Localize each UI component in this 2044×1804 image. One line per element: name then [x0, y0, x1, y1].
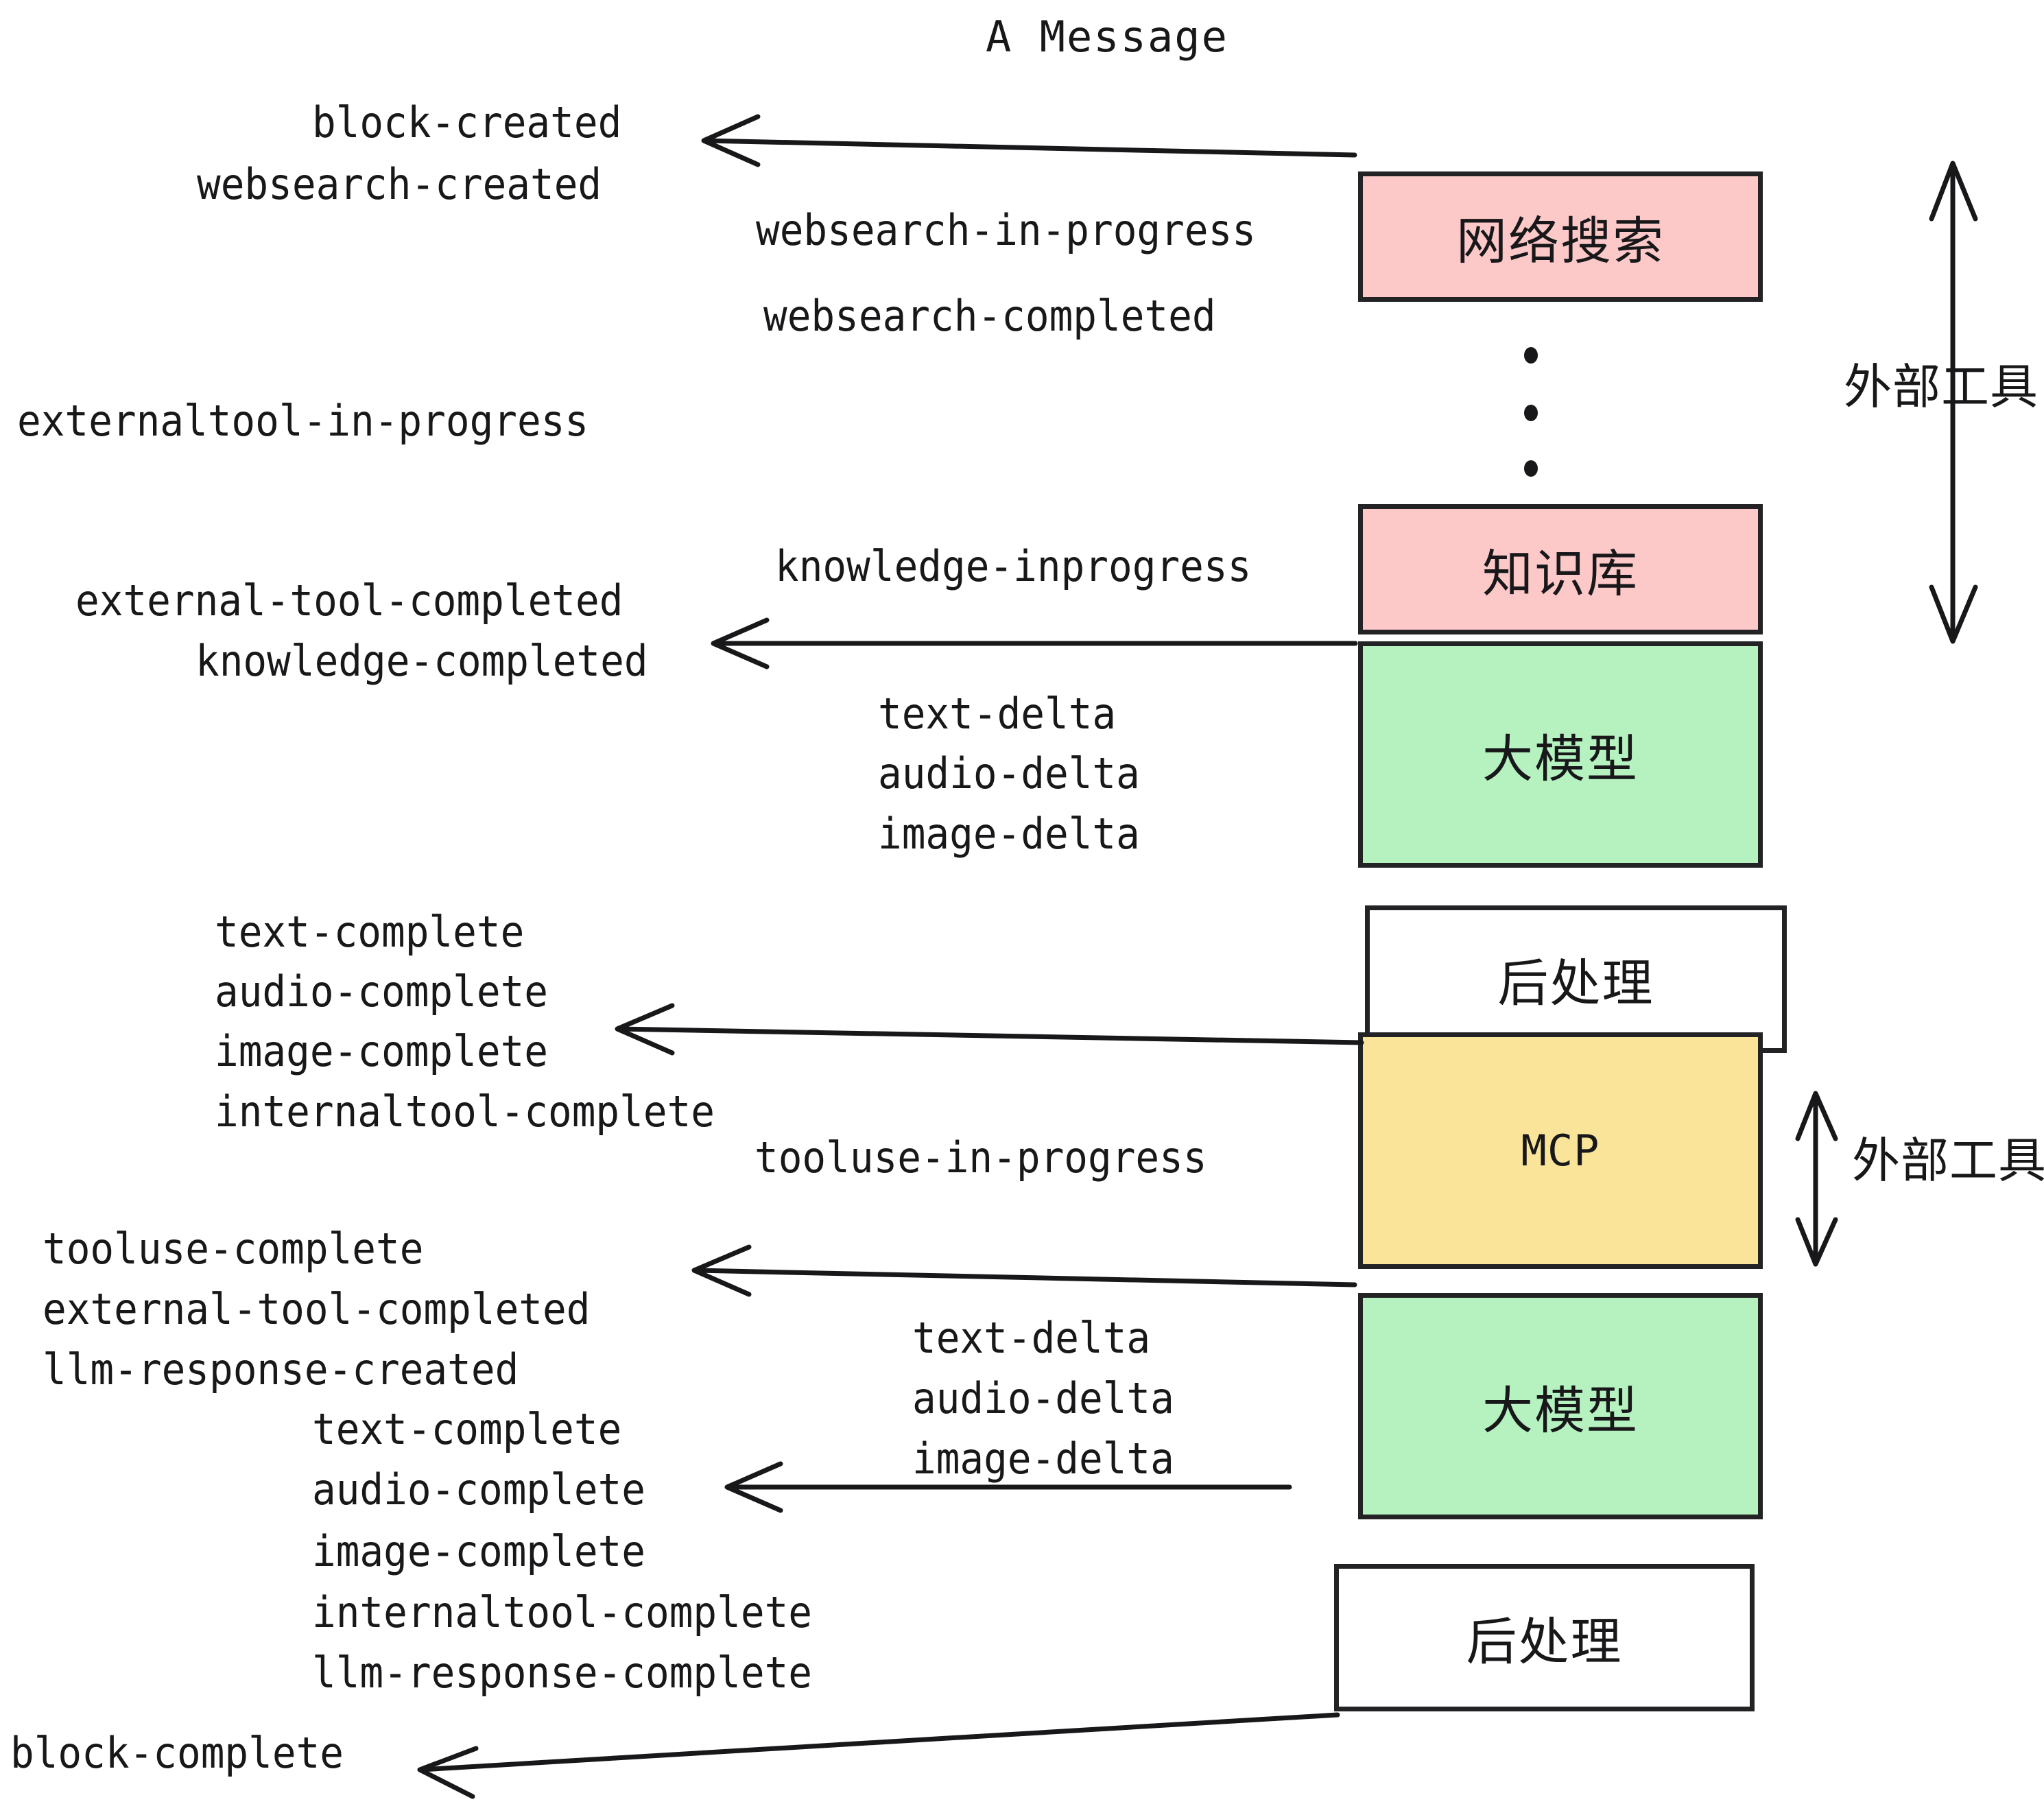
event-label-block-complete: block-complete	[10, 1728, 344, 1778]
event-label-websearch-created: websearch-created	[197, 159, 602, 209]
side-annotation-external-tools-bottom: 外部工具	[1852, 1134, 2044, 1187]
event-label-text-delta-2: text-delta	[912, 1313, 1151, 1363]
node-box-websearch[interactable]: 网络搜索	[1358, 171, 1763, 302]
double-arrow-head-down-top	[1929, 584, 1978, 644]
arrow-head-llmbottom-to-audiocomplete	[724, 1461, 783, 1513]
node-box-llm-top[interactable]: 大模型	[1358, 641, 1763, 868]
arrow-head-websearch-to-blockcreated	[701, 114, 761, 167]
double-arrow-head-up-bottom	[1795, 1091, 1838, 1141]
event-label-image-complete-2: image-complete	[312, 1526, 646, 1576]
event-label-external-tool-completed-1: external-tool-completed	[75, 575, 623, 626]
node-box-mcp[interactable]: MCP	[1358, 1032, 1763, 1269]
arrow-postprocessbottom-to-blockcomplete	[418, 1712, 1340, 1772]
event-label-websearch-in-progress: websearch-in-progress	[756, 205, 1257, 255]
node-box-knowledge[interactable]: 知识库	[1358, 504, 1763, 634]
event-label-image-delta-2: image-delta	[912, 1434, 1174, 1484]
arrow-head-postprocess-to-imagecomplete	[615, 1003, 675, 1056]
ellipsis-dot	[1524, 460, 1538, 477]
node-box-postprocess-top[interactable]: 后处理	[1365, 905, 1787, 1053]
event-label-knowledge-inprogress: knowledge-inprogress	[775, 541, 1252, 591]
event-label-audio-delta-1: audio-delta	[878, 748, 1140, 798]
event-label-internaltool-complete-2: internaltool-complete	[312, 1587, 813, 1637]
arrow-head-postprocessbottom-to-blockcomplete	[417, 1746, 479, 1799]
event-label-tooluse-complete: tooluse-complete	[43, 1224, 424, 1274]
arrow-websearch-to-blockcreated	[702, 138, 1357, 158]
event-label-image-complete-1: image-complete	[215, 1026, 549, 1076]
event-label-websearch-completed: websearch-completed	[763, 291, 1216, 341]
double-arrow-head-up-top	[1929, 161, 1978, 222]
ellipsis-dot	[1524, 347, 1538, 364]
event-label-tooluse-in-progress: tooluse-in-progress	[754, 1132, 1207, 1183]
node-box-llm-bottom[interactable]: 大模型	[1358, 1293, 1763, 1519]
event-label-llm-response-complete: llm-response-complete	[312, 1648, 813, 1698]
event-label-text-delta-1: text-delta	[878, 689, 1117, 739]
event-label-knowledge-completed: knowledge-completed	[195, 636, 648, 686]
event-label-audio-complete-2: audio-complete	[312, 1464, 646, 1515]
double-arrow-head-down-bottom	[1795, 1217, 1838, 1267]
event-label-external-tool-completed-2: external-tool-completed	[43, 1284, 591, 1334]
arrow-head-mcp-to-externaltoolcompleted	[691, 1244, 752, 1297]
event-label-externaltool-in-progress: externaltool-in-progress	[17, 396, 589, 446]
event-label-block-created: block-created	[312, 97, 622, 147]
arrow-head-knowledge-to-knowledgecompleted	[711, 617, 770, 669]
event-label-internaltool-complete-1: internaltool-complete	[215, 1087, 715, 1137]
ellipsis-dot	[1524, 405, 1538, 421]
event-label-text-complete-1: text-complete	[215, 907, 525, 957]
event-label-audio-complete-1: audio-complete	[215, 966, 549, 1017]
arrow-postprocess-to-imagecomplete	[616, 1026, 1364, 1045]
event-label-image-delta-1: image-delta	[878, 809, 1140, 859]
arrow-mcp-to-externaltoolcompleted	[693, 1268, 1357, 1287]
page-title: A Message	[986, 12, 1228, 62]
event-label-text-complete-2: text-complete	[312, 1404, 622, 1454]
event-label-llm-response-created: llm-response-created	[43, 1344, 519, 1394]
event-label-audio-delta-2: audio-delta	[912, 1373, 1174, 1423]
node-box-postprocess-bottom[interactable]: 后处理	[1334, 1564, 1755, 1711]
side-annotation-external-tools-top: 外部工具	[1844, 360, 2039, 414]
